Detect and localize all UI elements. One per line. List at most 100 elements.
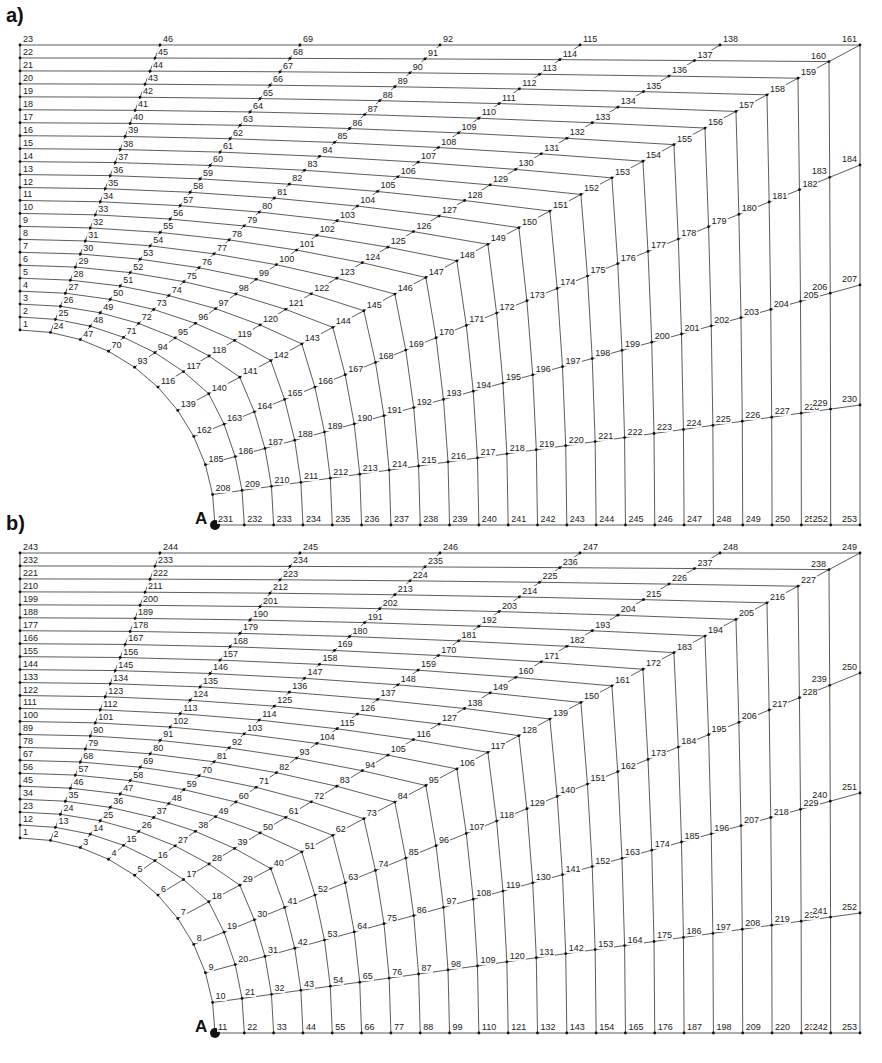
mesh-line: [466, 325, 473, 391]
node-number: 85: [337, 131, 349, 141]
mesh-node: [707, 733, 710, 736]
node-number: 53: [326, 929, 338, 939]
mesh-line: [286, 817, 333, 835]
mesh-line: [643, 145, 674, 162]
mesh-node: [374, 361, 377, 364]
node-number: 174: [559, 277, 576, 287]
mesh-node: [412, 406, 415, 409]
mesh-node: [79, 761, 82, 764]
mesh-line: [270, 593, 395, 595]
node-number: 28: [72, 269, 84, 279]
mesh-line: [395, 802, 406, 858]
mesh-node: [800, 1032, 803, 1035]
mesh-node: [300, 851, 303, 854]
node-number: 96: [438, 835, 450, 845]
mesh-node: [198, 266, 201, 269]
mesh-node: [408, 579, 411, 582]
mesh-node: [363, 621, 366, 624]
mesh-line: [100, 313, 138, 324]
mesh-line: [130, 631, 240, 633]
mesh-line: [540, 568, 560, 583]
mesh-node: [299, 989, 302, 992]
mesh-line: [587, 784, 592, 866]
node-number: 208: [744, 918, 761, 928]
mesh-line: [319, 664, 418, 670]
mesh-line: [557, 796, 562, 874]
mesh-node: [74, 266, 77, 269]
mesh-line: [436, 833, 466, 845]
mesh-node: [295, 757, 298, 760]
mesh-line: [769, 202, 771, 309]
mesh-node: [378, 99, 381, 102]
node-number: 60: [238, 791, 250, 801]
node-number: 21: [244, 987, 256, 997]
mesh-line: [364, 802, 395, 819]
mesh-line: [503, 891, 507, 962]
node-number: 83: [306, 159, 318, 169]
node-number: 230: [841, 394, 858, 404]
mesh-node: [318, 155, 321, 158]
mesh-line: [199, 776, 256, 788]
node-number: 27: [67, 282, 79, 292]
mesh-node: [682, 428, 685, 431]
node-number: 66: [364, 1022, 376, 1032]
mesh-node: [144, 591, 147, 594]
mesh-node: [680, 841, 683, 844]
mesh-node: [198, 774, 201, 777]
mesh-node: [243, 1032, 246, 1035]
mesh-line: [566, 446, 567, 525]
mesh-line: [214, 240, 229, 254]
mesh-node: [707, 225, 710, 228]
mesh-node: [507, 1032, 510, 1035]
node-number: 195: [711, 724, 728, 734]
node-number: 153: [597, 939, 614, 949]
node-number: 224: [685, 418, 702, 428]
mesh-node: [19, 251, 22, 254]
node-number: 163: [624, 847, 641, 857]
mesh-line: [362, 525, 391, 526]
mesh-line: [798, 586, 799, 697]
mesh-line: [324, 432, 330, 478]
node-number: 196: [535, 364, 552, 374]
node-number: 232: [246, 514, 263, 524]
mesh-node: [624, 1032, 627, 1035]
node-number: 172: [499, 302, 516, 312]
mesh-line: [295, 948, 301, 990]
mesh-node: [766, 601, 769, 604]
mesh-line: [130, 273, 184, 282]
mesh-line: [712, 933, 714, 1033]
mesh-node: [89, 226, 92, 229]
mesh-line: [20, 226, 90, 228]
mesh-line: [378, 685, 398, 700]
mesh-line: [516, 154, 542, 170]
mesh-line: [567, 138, 674, 144]
mesh-node: [318, 663, 321, 666]
mesh-line: [315, 387, 325, 432]
mesh-line: [741, 318, 742, 422]
mesh-line: [250, 112, 365, 115]
node-number: 33: [97, 204, 109, 214]
mesh-node: [310, 292, 313, 295]
mesh-node: [19, 694, 22, 697]
mesh-line: [109, 337, 124, 351]
mesh-node: [19, 277, 22, 280]
mesh-line: [674, 145, 678, 239]
node-number: 26: [62, 295, 74, 305]
mesh-line: [625, 525, 654, 526]
mesh-node: [333, 141, 336, 144]
mesh-line: [799, 177, 829, 189]
mesh-line: [115, 163, 210, 166]
mesh-line: [190, 192, 274, 198]
mesh-line: [420, 1033, 449, 1034]
node-number: 212: [332, 467, 349, 477]
mesh-node: [189, 191, 192, 194]
node-number: 253: [841, 1022, 858, 1032]
mesh-line: [260, 607, 380, 609]
node-number: 162: [196, 425, 213, 435]
node-number: 93: [299, 747, 311, 757]
node-number: 89: [22, 723, 34, 733]
node-number: 183: [676, 642, 693, 652]
mesh-line: [175, 831, 195, 846]
mesh-line: [274, 184, 289, 198]
